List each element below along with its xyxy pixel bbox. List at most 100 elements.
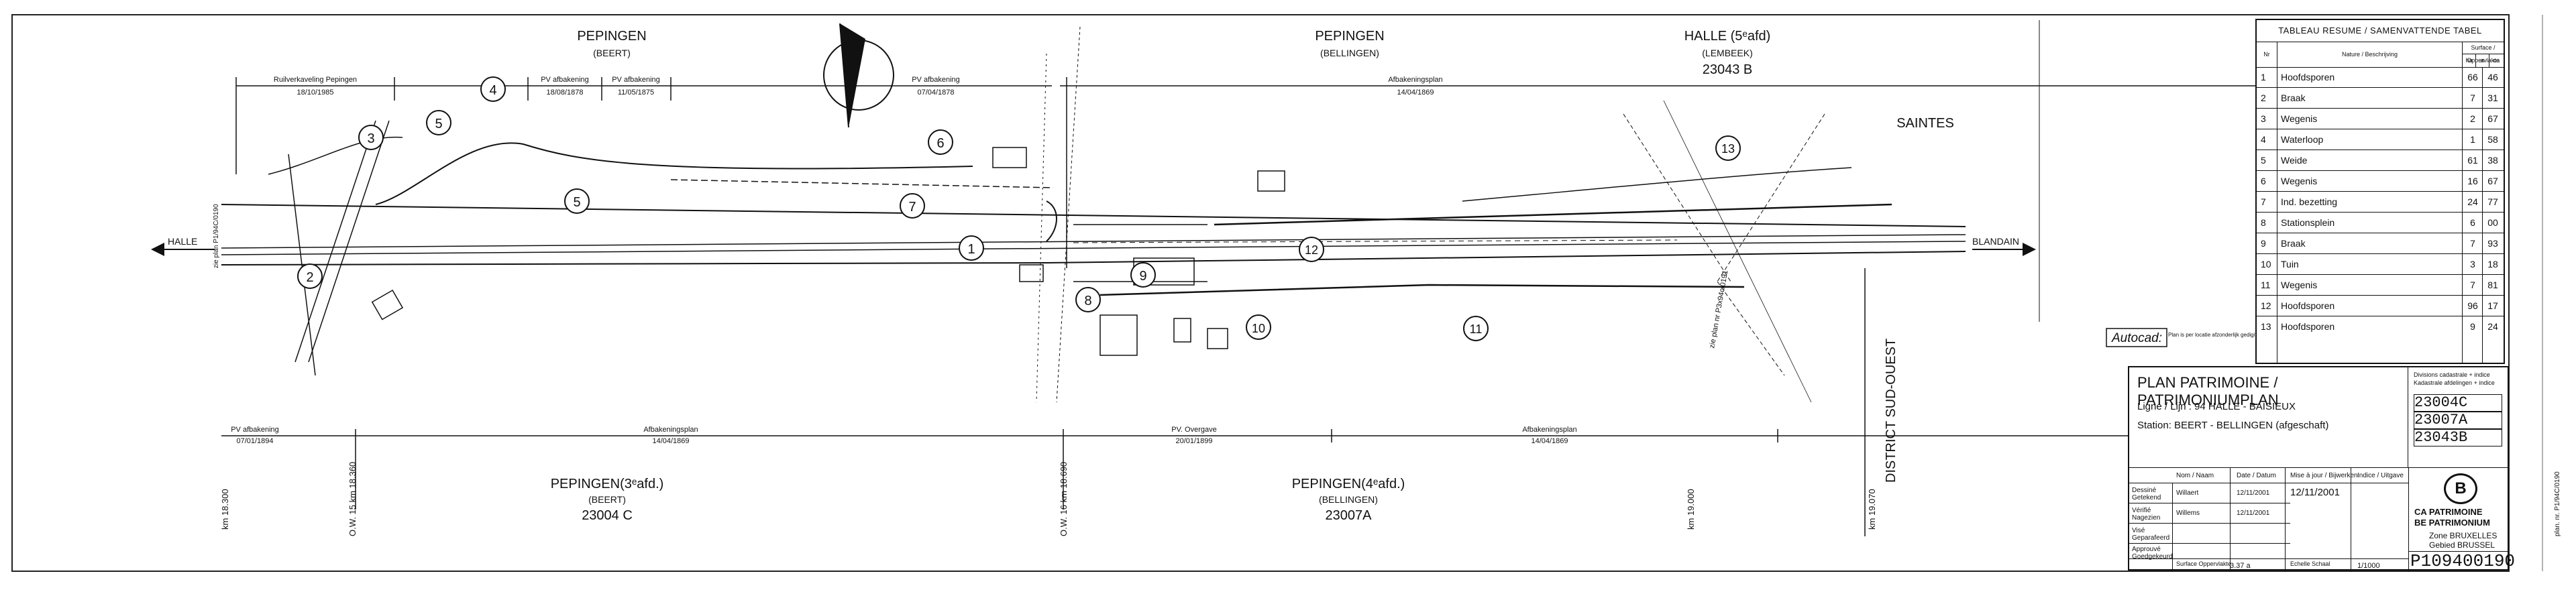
division-code: 23007A [2414,412,2502,429]
km-markers: km 18.300 O.W. 15 km 18.360 O.W. 16 km 1… [220,462,1877,536]
callout-5: 5 [426,110,451,135]
svg-text:4: 4 [489,83,496,98]
dim-date: 20/01/1899 [1175,437,1212,445]
bottom-dimension-labels: PV afbakening 07/01/1894 Afbakeningsplan… [231,426,1576,445]
place-pepingen: PEPINGEN [577,29,646,44]
infrabel-logo-icon: B [2444,473,2477,504]
district-label: DISTRICT SUD-OUEST [1884,339,1898,483]
dim-label: PV afbakening [231,426,279,434]
callout-9: 9 [1130,262,1156,288]
header-ca: ca [2489,54,2504,67]
svg-text:plan. nr. P1/94C/0190: plan. nr. P1/94C/0190 [2554,471,2561,536]
svg-text:BLANDAIN: BLANDAIN [1972,236,2019,247]
svg-text:8: 8 [1084,294,1091,308]
place-halle: HALLE (5ᵉafd) [1684,29,1771,44]
dim-date: 14/04/1869 [652,437,689,445]
header-ha: ha [2462,54,2475,67]
role-visa: Visé Geparafeerd [2132,527,2170,542]
header-no: Nr [2263,51,2270,58]
col-update: Mise à jour / Bijwerken [2290,472,2358,479]
callout-2: 2 [297,263,323,289]
company-fr: CA PATRIMOINE [2414,507,2483,517]
place-pepingen3: PEPINGEN(3ᵉafd.) [551,477,664,491]
callout-1: 1 [959,235,984,261]
svg-text:2: 2 [306,270,313,285]
station-label: Station: BEERT - BELLINGEN (afgeschaft) [2137,420,2329,431]
dim-label: Afbakeningsplan [643,426,698,434]
km-ref: zie plan nr P3x94c/0191 [1708,270,1729,349]
dim-label: PV. Overgave [1171,426,1216,434]
dim-date: 14/04/1869 [1397,88,1434,97]
svg-text:9: 9 [1139,269,1146,284]
col-date: Date / Datum [2237,472,2276,479]
svg-text:km 19.000: km 19.000 [1686,489,1696,530]
division-code: 23043B [2414,429,2502,446]
svg-text:O.W. 15 km 18.360: O.W. 15 km 18.360 [347,462,358,536]
left-edge-ref: zie plan P1/94C/0190 [213,204,220,268]
svg-text:O.W. 16 km 18.690: O.W. 16 km 18.690 [1059,462,1069,536]
role-verified: Vérifié Nagezien [2132,507,2161,522]
verified-date: 12/11/2001 [2237,510,2270,517]
title-block: PLAN PATRIMOINE / PATRIMONIUMPLAN Ligne … [2128,366,2515,572]
col-indice: Indice / Uitgave [2357,472,2404,479]
place-bellingen: (BELLINGEN) [1320,48,1379,58]
svg-text:3: 3 [367,131,374,146]
dim-date: 07/01/1894 [236,437,273,445]
table-divider [2482,67,2483,363]
svg-text:HALLE: HALLE [168,236,197,247]
line-label: Ligne / Lijn : 94 HALLE - BAISIEUX [2137,401,2296,412]
svg-text:5: 5 [435,117,442,131]
gebied-label: Gebied BRUSSEL [2429,540,2496,550]
svg-text:12: 12 [1305,243,1318,257]
callout-11: 11 [1463,316,1489,341]
place-code-c: 23004 C [582,508,633,523]
callout-5b: 5 [564,188,590,214]
fence-lines [288,26,1825,403]
callout-10: 10 [1246,314,1271,340]
dim-date: 11/05/1875 [618,88,654,97]
main-tracks [221,136,1966,296]
svg-text:km 19.070: km 19.070 [1867,489,1877,530]
blandain-direction-arrow: BLANDAIN [1972,236,2036,256]
plan-number: P109400190 [2410,551,2516,571]
divisions-label: Divisions cadastrale + indice [2414,371,2490,378]
place-halle-code: 23043 B [1703,62,1753,77]
surface-value: 3.37 a [2230,562,2251,570]
callout-8: 8 [1075,287,1101,312]
callout-12: 12 [1299,237,1324,262]
dim-label: PV afbakening [541,76,589,84]
place-pepingen-right: PEPINGEN [1315,29,1384,44]
svg-text:13: 13 [1721,142,1735,156]
bottom-place-labels: PEPINGEN(3ᵉafd.) (BEERT) 23004 C PEPINGE… [551,339,1898,523]
dim-date: 18/10/1985 [297,88,333,97]
place-code-a: 23007A [1326,508,1373,523]
scale-value: 1/1000 [2357,562,2380,570]
drawn-date: 12/11/2001 [2237,489,2270,497]
dim-label: Afbakeningsplan [1388,76,1442,84]
drawn-name: Willaert [2176,489,2199,497]
callout-6: 6 [928,129,953,155]
table-divider [2462,67,2463,363]
summary-table-header: Nr Nature / Beschrijving Surface / Opper… [2257,42,2504,68]
place-beert-bottom: (BEERT) [588,494,626,505]
north-arrow-icon [823,23,894,128]
dim-date: 18/08/1878 [546,88,583,97]
dim-label: Ruilverkaveling Pepingen [274,76,357,84]
divisions-label-nl: Kadastrale afdelingen + indice [2414,379,2495,386]
col-name: Nom / Naam [2176,472,2214,479]
top-place-labels: PEPINGEN (BEERT) PEPINGEN (BELLINGEN) HA… [577,29,1953,131]
surface-label: Surface Oppervlakte [2176,560,2232,567]
autocad-label: Autocad: [2111,331,2162,345]
callout-13: 13 [1715,135,1741,161]
place-bellingen-bottom: (BELLINGEN) [1319,494,1378,505]
building-hatches [371,147,1285,356]
division-code: 23004C [2414,394,2502,412]
